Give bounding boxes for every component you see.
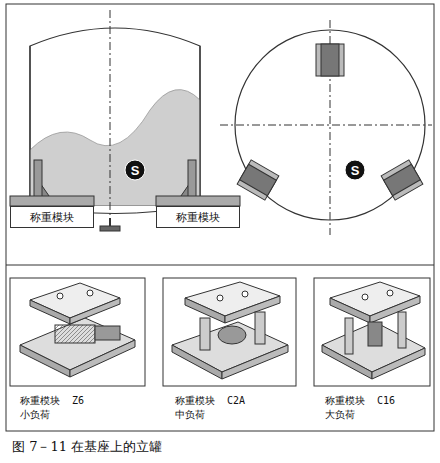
figure-caption: 图 7－11 在基座上的立罐 (12, 438, 162, 456)
node-text: S (351, 163, 360, 178)
module-caption: 小负荷 (20, 408, 50, 422)
node-text: 称重模块 (30, 210, 74, 225)
module-caption: 称重模块 C2A (175, 394, 245, 408)
node-text: S (131, 163, 140, 178)
node-text: 称重模块 (176, 210, 220, 225)
module-caption: 称重模块 Z6 (20, 394, 84, 408)
module-caption: 中负荷 (175, 408, 205, 422)
module-caption: 称重模块 C16 (325, 394, 395, 408)
module-label: 称重模块 (10, 206, 94, 228)
module-label: 称重模块 (156, 206, 240, 228)
s-symbol: S (124, 159, 146, 181)
s-symbol: S (344, 159, 366, 181)
module-caption: 大负荷 (325, 408, 355, 422)
